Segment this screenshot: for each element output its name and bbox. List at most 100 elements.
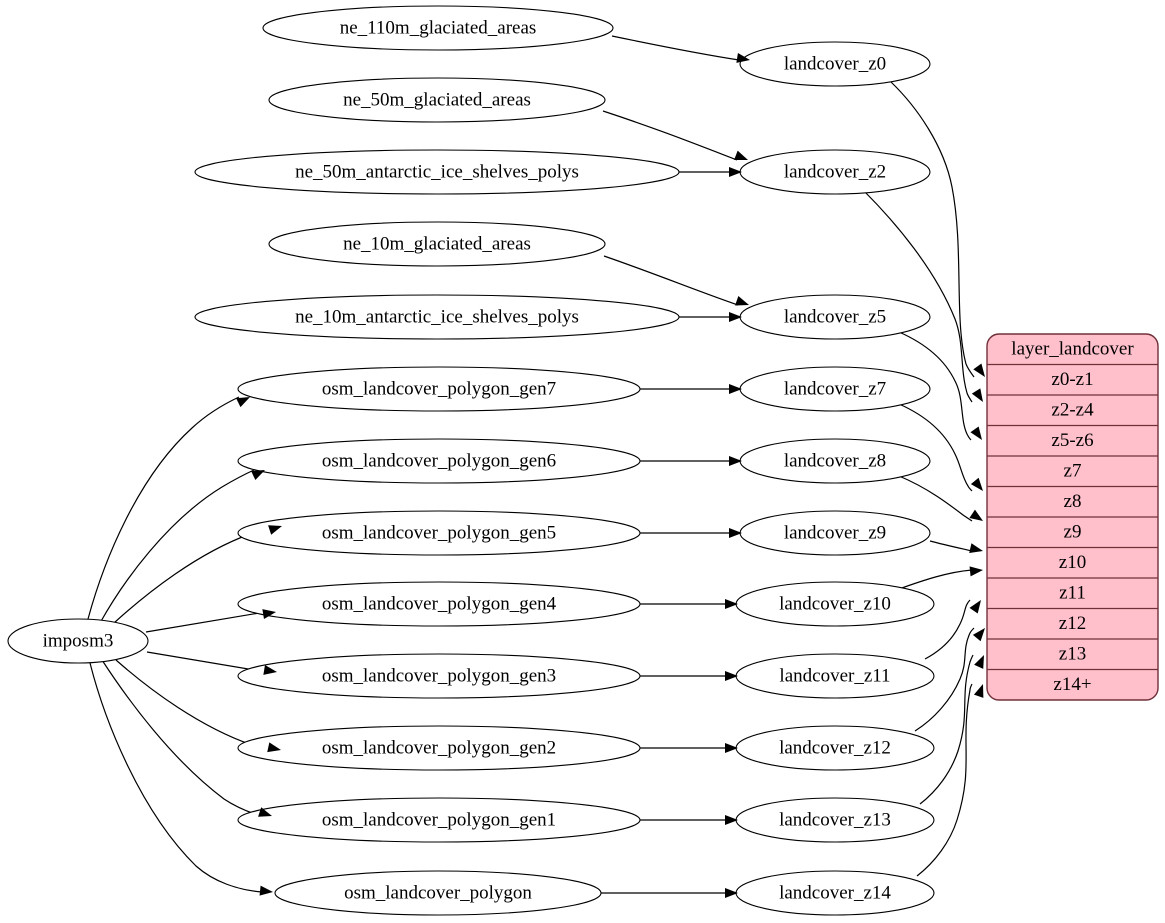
node-ne_10m_glaciated_areas[interactable]: ne_10m_glaciated_areas — [268, 221, 606, 267]
node-label: landcover_z13 — [779, 809, 891, 830]
table-row-z10[interactable]: z10 — [1059, 552, 1086, 573]
edge-ne_50m_glaciated_areas-to-landcover_z2 — [602, 110, 738, 161]
arrowhead — [263, 664, 277, 675]
arrowhead — [969, 566, 983, 577]
arrowhead — [725, 888, 738, 898]
table-row-z2-z4[interactable]: z2-z4 — [1051, 400, 1094, 421]
node-landcover_z14[interactable]: landcover_z14 — [735, 870, 935, 916]
edge-landcover_z9-to-row_z9 — [929, 540, 973, 552]
node-landcover_z7[interactable]: landcover_z7 — [739, 366, 931, 412]
arrowhead — [729, 312, 742, 322]
node-label: landcover_z5 — [784, 306, 886, 327]
node-landcover_z5[interactable]: landcover_z5 — [739, 294, 931, 340]
node-landcover_z0[interactable]: landcover_z0 — [739, 41, 931, 87]
arrowhead — [259, 885, 273, 896]
node-ne_10m_antarctic_ice_shelves_polys[interactable]: ne_10m_antarctic_ice_shelves_polys — [194, 294, 680, 340]
node-landcover_z11[interactable]: landcover_z11 — [735, 653, 935, 699]
node-landcover_z9[interactable]: landcover_z9 — [739, 510, 931, 556]
node-label: ne_110m_glaciated_areas — [340, 17, 537, 38]
node-landcover_z12[interactable]: landcover_z12 — [735, 725, 935, 771]
edge-ne_110m_glaciated_areas-to-landcover_z0 — [611, 35, 740, 61]
arrowhead — [251, 470, 265, 481]
table-row-z12[interactable]: z12 — [1059, 613, 1086, 634]
node-ne_50m_glaciated_areas[interactable]: ne_50m_glaciated_areas — [268, 77, 606, 123]
node-label: landcover_z0 — [784, 53, 886, 74]
node-shape — [237, 510, 641, 556]
edge-imposm3-to-osm_landcover_polygon_gen6 — [99, 469, 255, 624]
arrowhead — [973, 363, 985, 377]
node-ne_50m_antarctic_ice_shelves_polys[interactable]: ne_50m_antarctic_ice_shelves_polys — [194, 149, 680, 195]
node-label: osm_landcover_polygon_gen3 — [322, 665, 556, 686]
arrowhead — [729, 528, 742, 538]
node-imposm3[interactable]: imposm3 — [7, 618, 149, 664]
node-shape — [194, 294, 680, 340]
table-row-z5-z6[interactable]: z5-z6 — [1051, 430, 1093, 451]
node-label: landcover_z11 — [779, 665, 890, 686]
table-row-z11[interactable]: z11 — [1059, 583, 1086, 604]
arrowhead — [734, 150, 748, 160]
node-label: osm_landcover_polygon — [344, 882, 532, 903]
arrowhead — [725, 815, 738, 825]
arrowhead — [725, 743, 738, 753]
node-osm_landcover_polygon_gen2[interactable]: osm_landcover_polygon_gen2 — [237, 725, 641, 771]
node-label: landcover_z10 — [779, 593, 891, 614]
node-landcover_z13[interactable]: landcover_z13 — [735, 797, 935, 843]
edge-landcover_z0-to-row_z0_z1 — [890, 81, 975, 378]
node-label: ne_50m_glaciated_areas — [343, 89, 531, 110]
arrowhead — [970, 426, 982, 440]
arrowhead — [971, 388, 983, 402]
node-label: landcover_z9 — [784, 522, 886, 543]
node-label: ne_10m_glaciated_areas — [343, 233, 531, 254]
edge-landcover_z10-to-row_z10 — [898, 569, 973, 590]
node-osm_landcover_polygon_gen7[interactable]: osm_landcover_polygon_gen7 — [237, 366, 641, 412]
node-shape — [194, 149, 680, 195]
node-osm_landcover_polygon_gen1[interactable]: osm_landcover_polygon_gen1 — [237, 797, 641, 843]
edge-landcover_z8-to-row_z8 — [898, 475, 973, 522]
node-label: landcover_z2 — [784, 161, 886, 182]
node-shape — [268, 77, 606, 123]
table-row-z7[interactable]: z7 — [1064, 461, 1082, 482]
node-landcover_z10[interactable]: landcover_z10 — [735, 581, 935, 627]
node-label: ne_10m_antarctic_ice_shelves_polys — [295, 306, 579, 327]
table-row-z13[interactable]: z13 — [1059, 644, 1086, 665]
node-shape — [262, 5, 614, 51]
table-row-z0-z1[interactable]: z0-z1 — [1051, 369, 1093, 390]
node-shape — [739, 41, 931, 87]
edge-imposm3-to-osm_landcover_polygon_gen1 — [101, 659, 262, 817]
arrowhead — [262, 609, 276, 620]
node-label: osm_landcover_polygon_gen5 — [322, 522, 556, 543]
node-osm_landcover_polygon_gen6[interactable]: osm_landcover_polygon_gen6 — [237, 438, 641, 484]
edge-landcover_z14-to-row_z14 — [916, 683, 973, 877]
arrowhead — [973, 684, 984, 698]
arrowhead — [267, 742, 281, 753]
arrowhead — [974, 655, 984, 669]
node-ne_110m_glaciated_areas[interactable]: ne_110m_glaciated_areas — [262, 5, 614, 51]
edge-ne_10m_glaciated_areas-to-landcover_z5 — [603, 255, 739, 306]
arrowhead — [236, 397, 250, 408]
node-osm_landcover_polygon[interactable]: osm_landcover_polygon — [274, 870, 602, 916]
edges-layer — [87, 35, 975, 894]
layer-landcover-table[interactable]: layer_landcoverz0-z1z2-z4z5-z6z7z8z9z10z… — [986, 333, 1159, 701]
arrowhead — [725, 599, 738, 609]
node-osm_landcover_polygon_gen4[interactable]: osm_landcover_polygon_gen4 — [237, 581, 641, 627]
node-label: osm_landcover_polygon_gen1 — [322, 809, 556, 830]
node-label: landcover_z8 — [784, 450, 886, 471]
table-row-z9[interactable]: z9 — [1064, 522, 1082, 543]
node-shape — [237, 653, 641, 699]
arrowhead — [729, 167, 742, 177]
arrowhead — [725, 671, 738, 681]
node-landcover_z2[interactable]: landcover_z2 — [739, 149, 931, 195]
table-row-z8[interactable]: z8 — [1064, 491, 1082, 512]
table-row-z14-[interactable]: z14+ — [1053, 674, 1091, 695]
node-label: ne_50m_antarctic_ice_shelves_polys — [295, 161, 579, 182]
edge-landcover_z5-to-row_z5_z6 — [898, 331, 972, 441]
arrowhead — [729, 384, 742, 394]
arrowheads-layer — [236, 53, 985, 898]
node-osm_landcover_polygon_gen3[interactable]: osm_landcover_polygon_gen3 — [237, 653, 641, 699]
node-landcover_z8[interactable]: landcover_z8 — [739, 438, 931, 484]
node-shape — [237, 797, 641, 843]
node-osm_landcover_polygon_gen5[interactable]: osm_landcover_polygon_gen5 — [237, 510, 641, 556]
node-shape — [237, 438, 641, 484]
